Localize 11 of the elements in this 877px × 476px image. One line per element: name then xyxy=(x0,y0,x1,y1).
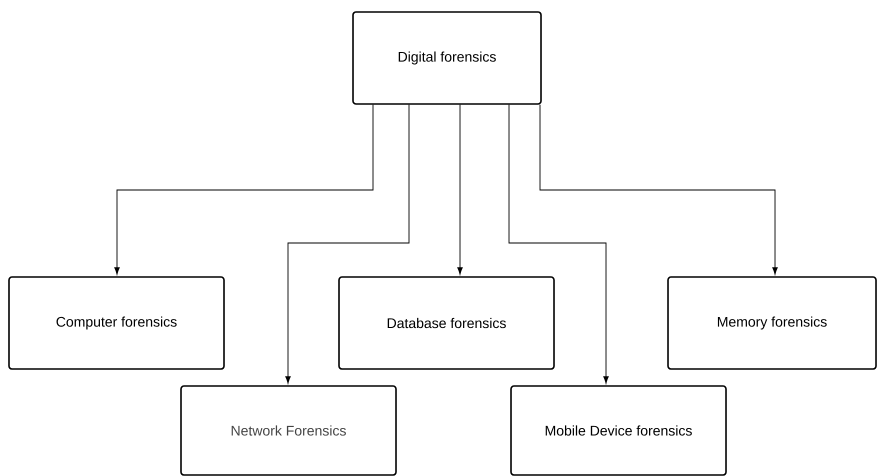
category-box: Database forensics xyxy=(338,276,555,370)
category-box: Memory forensics xyxy=(667,276,877,370)
category-box: Computer forensics xyxy=(8,276,225,370)
category-box: Digital forensics xyxy=(352,11,542,105)
arrow xyxy=(540,104,778,275)
category-box: Mobile Device forensics xyxy=(510,385,727,476)
arrow xyxy=(508,104,609,384)
arrow xyxy=(457,104,463,275)
arrow xyxy=(285,104,410,384)
category-box: Network Forensics xyxy=(180,385,397,476)
arrow xyxy=(114,104,374,275)
